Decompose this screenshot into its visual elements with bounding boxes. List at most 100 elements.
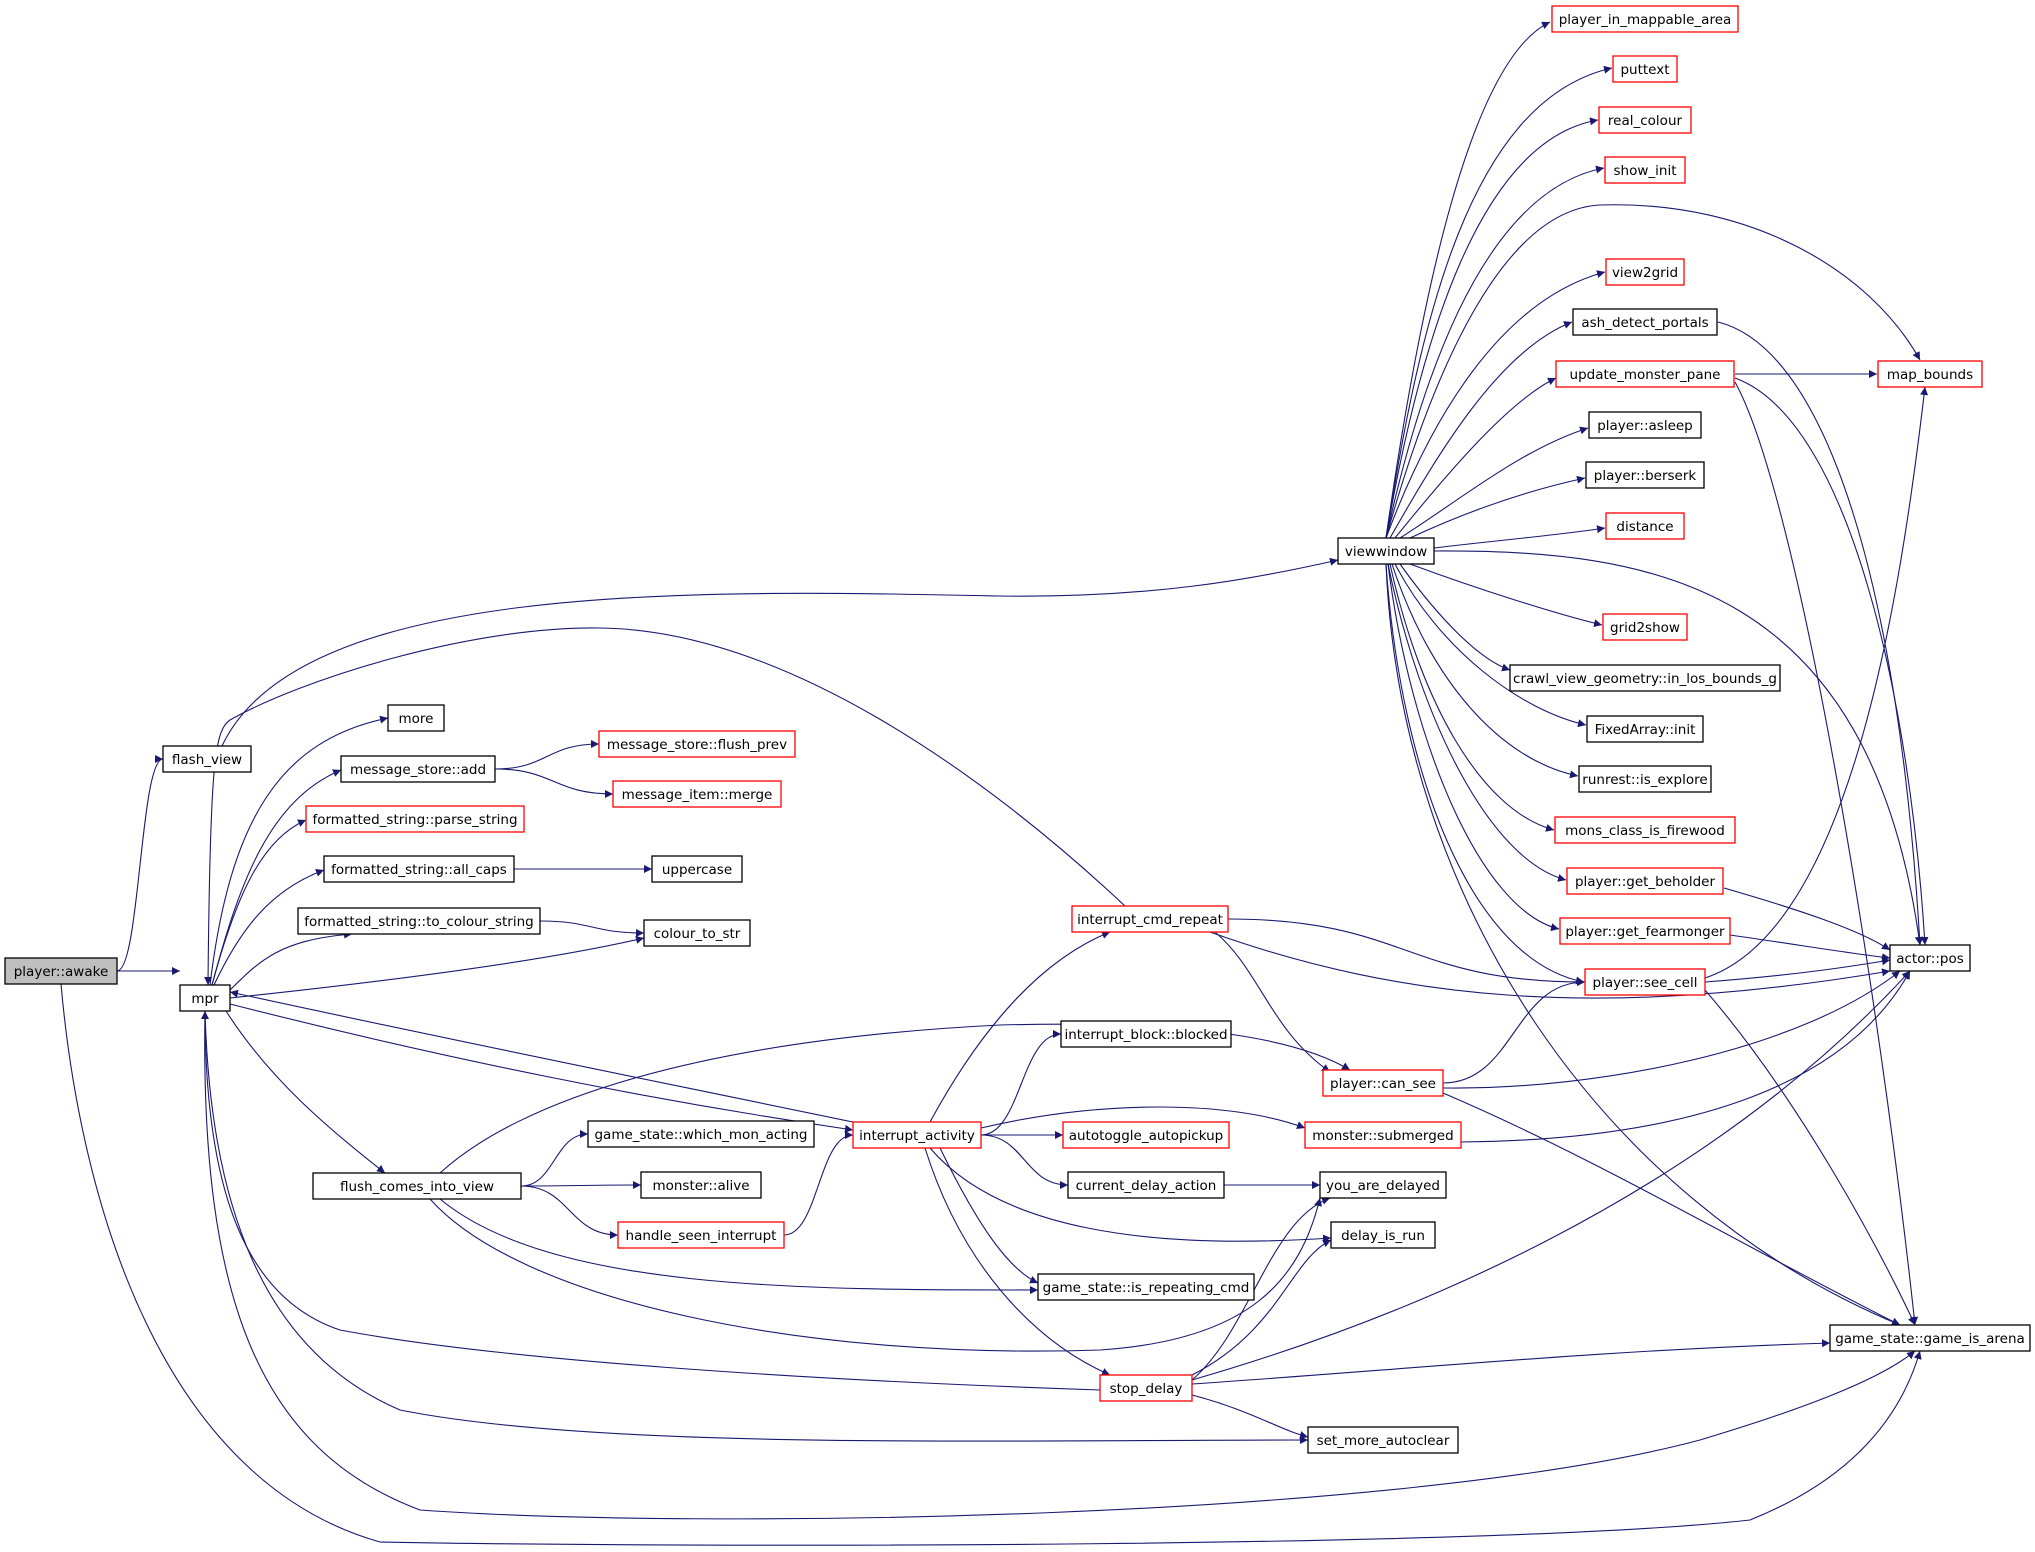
node-player-get-fearmonger[interactable]: player::get_fearmonger	[1559, 917, 1731, 945]
node-fs-parse[interactable]: formatted_string::parse_string	[305, 805, 525, 833]
node-uppercase: uppercase	[651, 855, 743, 883]
node-set-more-autoclear: set_more_autoclear	[1307, 1426, 1459, 1454]
node-box	[617, 1221, 785, 1249]
node-view2grid[interactable]: view2grid	[1605, 258, 1685, 286]
node-player-asleep: player::asleep	[1588, 411, 1702, 439]
node-label: mpr	[191, 991, 219, 1007]
node-awake: player::awake	[4, 957, 118, 985]
node-label: formatted_string::parse_string	[312, 812, 517, 828]
node-label: grid2show	[1610, 620, 1680, 636]
edge-viewwindow-to-map_bounds	[1385, 204, 1921, 539]
edge-mpr-to-more	[209, 715, 389, 986]
node-box	[1071, 905, 1229, 933]
node-label: update_monster_pane	[1570, 367, 1721, 383]
node-label: map_bounds	[1887, 367, 1973, 383]
edge-mpr-to-gs_game_is_arena	[204, 1010, 1916, 1520]
node-autotoggle[interactable]: autotoggle_autopickup	[1062, 1121, 1230, 1149]
node-interrupt-cmd[interactable]: interrupt_cmd_repeat	[1071, 905, 1229, 933]
node-monster-submerged[interactable]: monster::submerged	[1304, 1121, 1462, 1149]
edge-player_get_fearmonger-to-actor_pos	[1729, 934, 1891, 962]
node-box	[1060, 1020, 1232, 1048]
node-box	[387, 704, 445, 732]
edge-viewwindow-to-player_see_cell	[1385, 563, 1585, 985]
node-show-init[interactable]: show_init	[1604, 156, 1686, 184]
node-label: more	[399, 711, 434, 727]
node-label: actor::pos	[1896, 951, 1964, 967]
node-box	[587, 1120, 815, 1148]
edge-stop_delay-to-set_more_autoclear	[1191, 1394, 1309, 1439]
node-real-colour[interactable]: real_colour	[1598, 106, 1692, 134]
node-puttext[interactable]: puttext	[1612, 55, 1678, 83]
node-distance[interactable]: distance	[1605, 512, 1685, 540]
node-label: game_state::is_repeating_cmd	[1043, 1280, 1250, 1296]
edge-viewwindow-to-runrest_explore	[1391, 563, 1579, 779]
edge-interrupt_activity-to-interrupt_cmd	[929, 931, 1111, 1123]
node-handle-seen[interactable]: handle_seen_interrupt	[617, 1221, 785, 1249]
node-grid2show[interactable]: grid2show	[1602, 613, 1688, 641]
node-ms-add: message_store::add	[340, 755, 496, 783]
node-label: message_store::flush_prev	[607, 737, 787, 753]
node-actor-pos: actor::pos	[1889, 944, 1971, 972]
node-label: player::berserk	[1594, 468, 1697, 484]
node-label: uppercase	[662, 862, 732, 878]
node-label: formatted_string::all_caps	[331, 862, 507, 878]
node-interrupt-block: interrupt_block::blocked	[1060, 1020, 1232, 1048]
node-mi-merge[interactable]: message_item::merge	[612, 780, 782, 808]
node-box	[1337, 537, 1435, 565]
edge-viewwindow-to-player_in_mappable	[1385, 21, 1551, 539]
node-box	[1602, 613, 1688, 641]
node-box	[598, 730, 796, 758]
node-flash-view: flash_view	[162, 745, 252, 773]
edge-update_monster_pane-to-gs_game_is_arena	[1734, 381, 1919, 1326]
edge-player_can_see-to-player_see_cell	[1442, 978, 1586, 1084]
node-runrest-explore: runrest::is_explore	[1578, 765, 1712, 793]
node-box	[162, 745, 252, 773]
node-label: handle_seen_interrupt	[626, 1228, 777, 1244]
edge-mpr-to-interrupt_activity	[229, 1003, 854, 1133]
node-player-see-cell[interactable]: player::see_cell	[1584, 968, 1706, 996]
node-label: ash_detect_portals	[1581, 315, 1708, 331]
node-interrupt-activity[interactable]: interrupt_activity	[852, 1121, 982, 1149]
node-box	[1584, 968, 1706, 996]
node-player-can-see[interactable]: player::can_see	[1322, 1069, 1444, 1097]
node-update-monster-pane[interactable]: update_monster_pane	[1555, 360, 1735, 388]
node-label: crawl_view_geometry::in_los_bounds_g	[1513, 671, 1777, 687]
node-box	[1062, 1121, 1230, 1149]
edge-interrupt_cmd-to-actor_pos	[1209, 931, 1891, 999]
node-box	[1612, 55, 1678, 83]
node-box	[1555, 360, 1735, 388]
call-edges	[60, 21, 1929, 1546]
edge-awake-to-gs_game_is_arena	[60, 983, 1922, 1546]
node-label: player::awake	[14, 964, 109, 980]
node-box	[1554, 816, 1736, 844]
node-box	[1877, 360, 1983, 388]
edge-mpr-to-fs_all_caps	[213, 869, 325, 986]
edge-stop_delay-to-mpr	[201, 1010, 1101, 1391]
edge-ms_add-to-ms_flush_prev	[494, 740, 600, 770]
node-label: game_state::which_mon_acting	[594, 1127, 807, 1143]
node-stop-delay[interactable]: stop_delay	[1099, 1374, 1193, 1402]
edge-viewwindow-to-player_get_beholder	[1387, 563, 1567, 882]
node-player-get-beholder[interactable]: player::get_beholder	[1566, 867, 1724, 895]
node-box	[612, 780, 782, 808]
edge-handle_seen-to-interrupt_activity	[783, 1131, 854, 1236]
node-box	[1566, 867, 1724, 895]
node-ms-flush-prev[interactable]: message_store::flush_prev	[598, 730, 796, 758]
node-player-in-mappable[interactable]: player_in_mappable_area	[1551, 5, 1739, 33]
edge-awake-to-flash_view	[116, 755, 164, 972]
node-label: player::can_see	[1330, 1076, 1436, 1092]
edge-player_can_see-to-gs_game_is_arena	[1442, 1092, 1901, 1326]
node-box	[179, 984, 231, 1012]
node-you-are-delayed: you_are_delayed	[1319, 1171, 1447, 1199]
node-box	[1572, 308, 1718, 336]
node-box	[4, 957, 118, 985]
node-box	[1889, 944, 1971, 972]
edge-interrupt_activity-to-mpr	[229, 989, 854, 1123]
edge-viewwindow-to-real_colour	[1385, 117, 1599, 539]
node-mons-class-firewood[interactable]: mons_class_is_firewood	[1554, 816, 1736, 844]
node-label: mons_class_is_firewood	[1565, 823, 1725, 839]
node-box	[640, 1171, 762, 1199]
node-box	[1559, 917, 1731, 945]
node-map-bounds[interactable]: map_bounds	[1877, 360, 1983, 388]
